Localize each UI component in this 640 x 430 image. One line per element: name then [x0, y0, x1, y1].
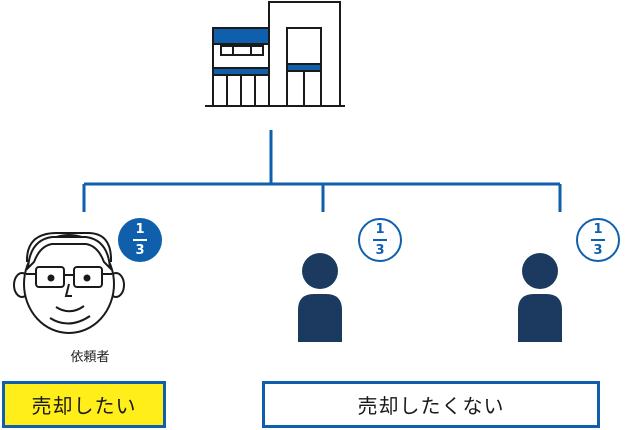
not-want-to-sell-box: 売却したくない — [262, 381, 600, 428]
person-icon — [298, 253, 342, 342]
fraction-bar — [373, 239, 387, 241]
fraction-bar — [133, 239, 147, 241]
share-badge-requester: 1 3 — [118, 218, 162, 262]
share-numerator: 1 — [135, 222, 145, 237]
requester-label: 依頼者 — [70, 350, 110, 365]
share-numerator: 1 — [375, 222, 385, 237]
share-denominator: 3 — [375, 243, 385, 258]
person-icon — [518, 253, 562, 342]
property-building-icon — [205, 1, 345, 107]
ownership-connector — [82, 130, 562, 212]
fraction-bar — [591, 239, 605, 241]
want-to-sell-box: 売却したい — [2, 381, 166, 428]
share-numerator: 1 — [593, 222, 603, 237]
share-denominator: 3 — [135, 243, 145, 258]
requester-face-icon — [13, 232, 125, 334]
share-denominator: 3 — [593, 243, 603, 258]
share-badge-coowner-2: 1 3 — [576, 218, 620, 262]
share-badge-coowner-1: 1 3 — [358, 218, 402, 262]
